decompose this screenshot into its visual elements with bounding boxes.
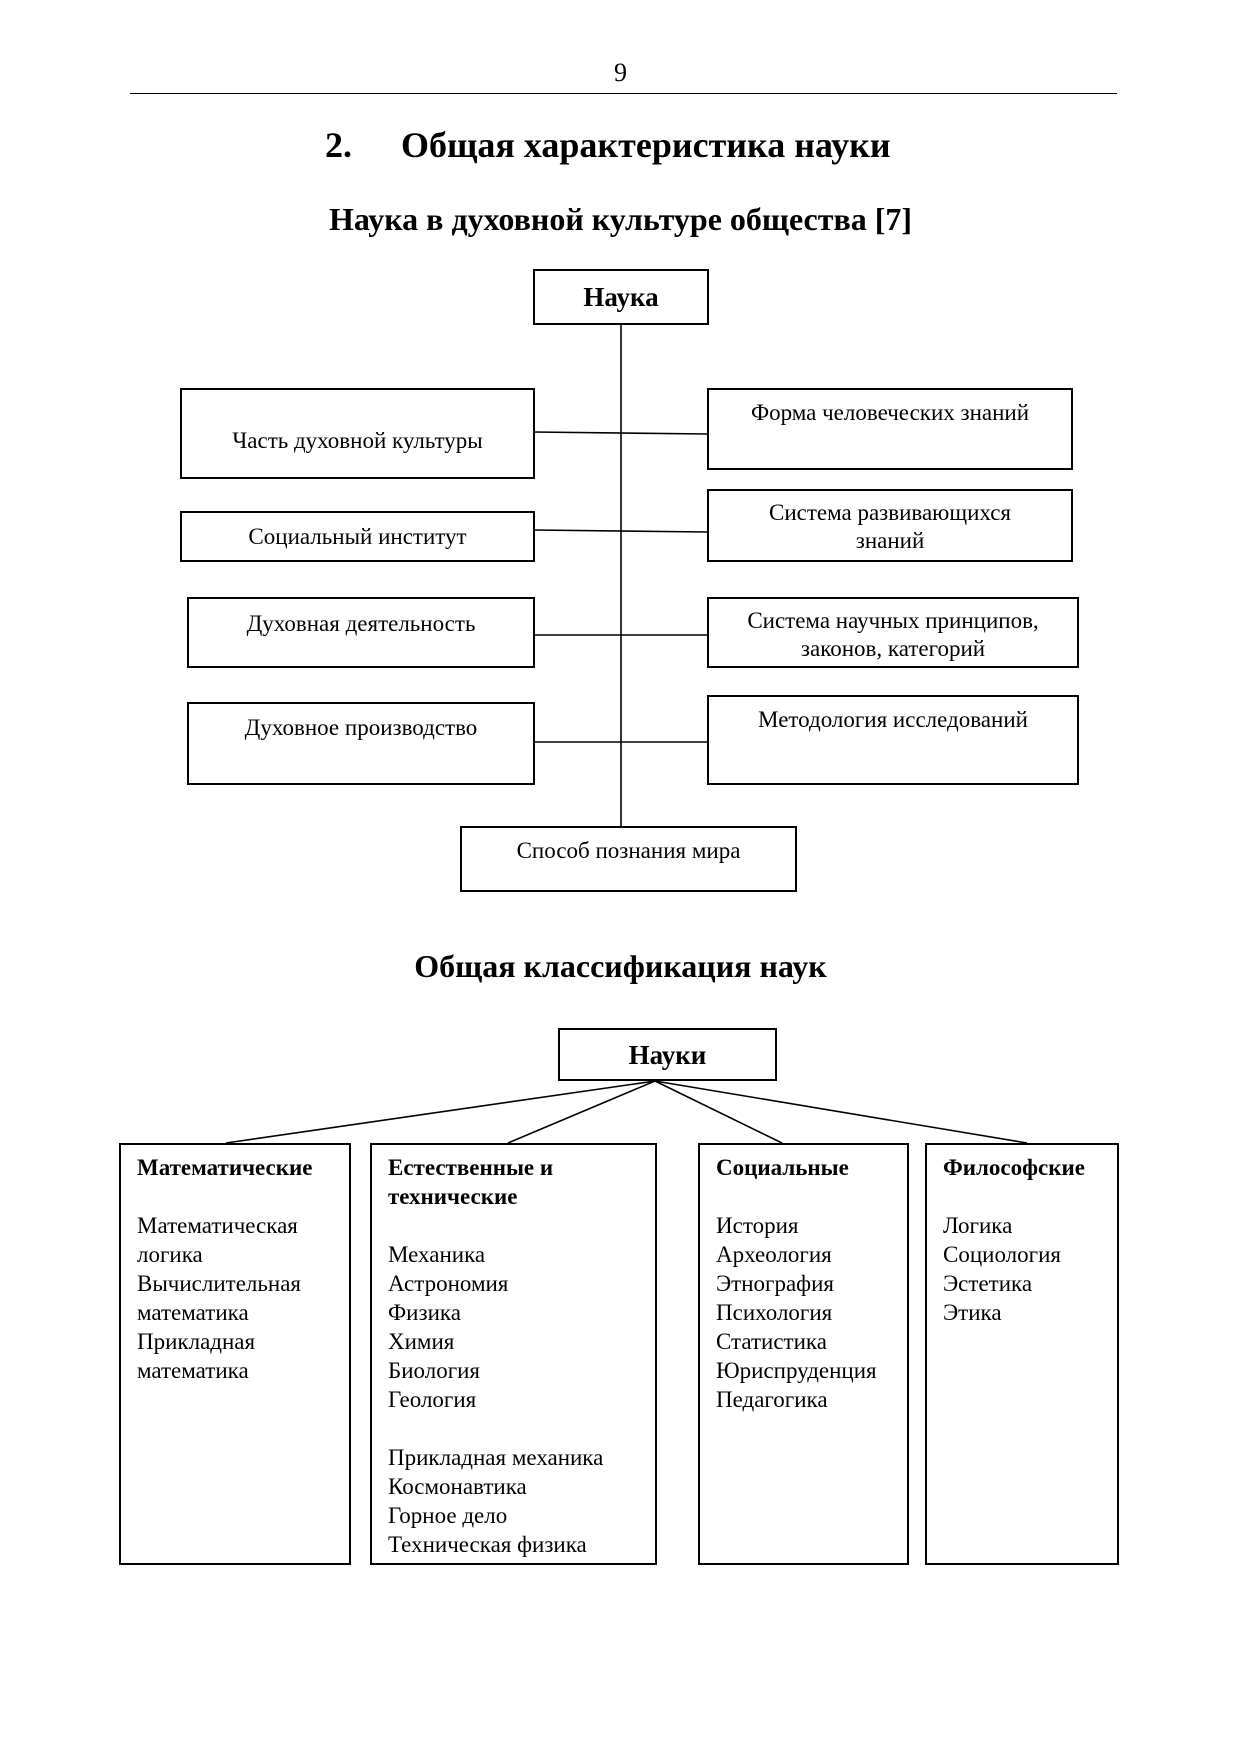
category-heading: Математические xyxy=(137,1155,313,1180)
header-rule xyxy=(130,93,1117,94)
fan-line xyxy=(507,1080,656,1144)
list-item: Физика xyxy=(388,1300,461,1325)
diagram1-root-box: Наука xyxy=(533,269,709,325)
category-heading: Естественные и технические xyxy=(388,1155,554,1209)
diagram2-root-box: Науки xyxy=(558,1028,777,1081)
diagram1-left-label-2: Социальный институт xyxy=(248,523,467,549)
diagram1-left-label-4: Духовное производство xyxy=(244,715,478,740)
category-box-mathematical: Математические Математическая логика Выч… xyxy=(119,1143,351,1565)
diagram1-right-box-1: Форма человеческих знаний xyxy=(707,388,1073,470)
diagram1-right-box-2: Система развивающихся знаний xyxy=(707,489,1073,562)
section-number: 2. xyxy=(325,125,352,165)
section-title: 2. Общая характеристика науки xyxy=(325,124,891,166)
list-item: Прикладная xyxy=(137,1329,256,1354)
list-item: Археология xyxy=(716,1242,832,1267)
category-box-natural-technical: Естественные и технические Механика Астр… xyxy=(370,1143,657,1565)
diagram1-left-box-2: Социальный институт xyxy=(180,511,535,562)
diagram1-right-label-3: Система научных принципов, законов, кате… xyxy=(747,608,1039,661)
diagram2-title: Общая классификация наук xyxy=(414,948,827,984)
section-title-text: Общая характеристика науки xyxy=(401,125,891,165)
list-item: логика xyxy=(137,1242,203,1267)
list-item: Горное дело xyxy=(388,1503,508,1528)
list-item: Астрономия xyxy=(388,1271,509,1296)
diagram1-right-label-2: Система развивающихся знаний xyxy=(768,500,1012,553)
diagram1-right-label-4: Методология исследований xyxy=(758,707,1028,732)
category-box-philosophical: Философские Логика Социология Эстетика Э… xyxy=(925,1143,1119,1565)
list-item: Этнография xyxy=(716,1271,834,1296)
list-item: математика xyxy=(137,1300,249,1325)
list-item: Механика xyxy=(388,1242,486,1267)
diagram1-left-box-3: Духовная деятельность xyxy=(187,597,535,668)
branch-line xyxy=(532,529,709,533)
list-item: Логика xyxy=(943,1213,1013,1238)
list-item: Педагогика xyxy=(716,1387,828,1412)
list-item: Психология xyxy=(716,1300,833,1325)
diagram1-bottom-box: Способ познания мира xyxy=(460,826,797,892)
list-item: Социология xyxy=(943,1242,1061,1267)
list-item: Эстетика xyxy=(943,1271,1033,1296)
fan-line xyxy=(654,1080,1028,1144)
category-box-social: Социальные История Археология Этнография… xyxy=(698,1143,909,1565)
diagram2-root-label: Науки xyxy=(628,1039,707,1070)
diagram1-root-label: Наука xyxy=(583,282,659,312)
page-number: 9 xyxy=(614,58,627,87)
diagram1-right-box-4: Методология исследований xyxy=(707,695,1079,785)
list-item: Космонавтика xyxy=(388,1474,527,1499)
list-item: Математическая xyxy=(137,1213,298,1238)
diagram1-right-label-1: Форма человеческих знаний xyxy=(750,400,1030,425)
fan-line xyxy=(225,1080,656,1144)
list-item: Этика xyxy=(943,1300,1002,1325)
category-heading: Философские xyxy=(943,1155,1085,1180)
diagram1-bottom-label: Способ познания мира xyxy=(516,838,741,863)
diagram1-right-box-3: Система научных принципов, законов, кате… xyxy=(707,597,1079,668)
list-item: Техническая физика xyxy=(388,1532,587,1557)
list-item: Химия xyxy=(388,1329,455,1354)
list-item: История xyxy=(716,1213,799,1238)
list-item: математика xyxy=(137,1358,249,1383)
diagram1-left-label-3: Духовная деятельность xyxy=(246,611,476,636)
list-item: Юриспруденция xyxy=(716,1358,877,1383)
diagram1-left-box-4: Духовное производство xyxy=(187,702,535,785)
list-item: Биология xyxy=(388,1358,481,1383)
fan-line xyxy=(654,1080,783,1144)
list-item: Геология xyxy=(388,1387,477,1412)
list-item: Статистика xyxy=(716,1329,827,1354)
diagram1-title: Наука в духовной культуре общества [7] xyxy=(328,201,913,237)
category-heading: Социальные xyxy=(716,1155,849,1180)
diagram1-left-box-1: Часть духовной культуры xyxy=(180,388,535,479)
diagram1-left-label-1: Часть духовной культуры xyxy=(232,428,483,453)
list-item: Прикладная механика xyxy=(388,1445,604,1470)
branch-line xyxy=(532,431,709,435)
list-item: Вычислительная xyxy=(137,1271,301,1296)
